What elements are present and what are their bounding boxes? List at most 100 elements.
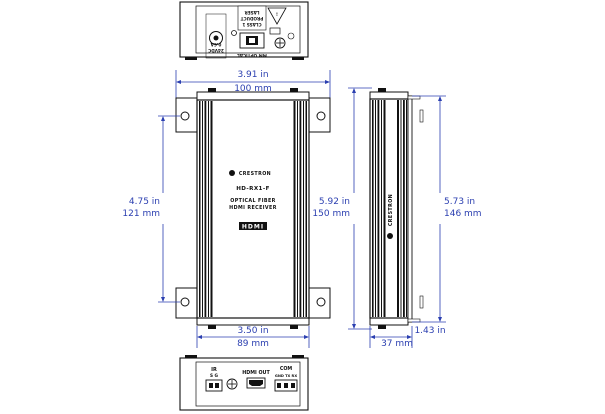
power-current-label: 0.6A <box>210 42 221 47</box>
indicator-led-icon <box>231 30 237 36</box>
front-top-tab-right <box>290 88 298 92</box>
ir-pins-label: S G <box>210 373 218 378</box>
body-width-dimension: 3.50 in 89 mm <box>196 326 310 349</box>
top-panel-foot-left <box>185 57 197 60</box>
side-fin-1 <box>372 100 374 317</box>
power-label: 24VDC <box>208 48 224 53</box>
side-bracket <box>407 95 413 323</box>
front-top-tab-left <box>208 88 216 92</box>
front-bottom-tab-left <box>208 325 216 329</box>
width-arrow-right-icon <box>325 80 330 84</box>
body-width-arrow-left-icon <box>197 335 202 339</box>
ground-symbol-icon <box>287 32 295 40</box>
body-width-arrow-right-icon <box>304 335 309 339</box>
laser-warning-line2: PRODUCT <box>241 16 264 21</box>
bottom-panel-foot-left <box>185 355 197 358</box>
body-height-dimension: 5.73 in 146 mm <box>412 95 482 323</box>
right-fin-2 <box>297 101 298 317</box>
ir-terminal-pin-2 <box>215 383 219 388</box>
ir-label: IR <box>211 367 217 373</box>
depth-arrow-right-icon <box>407 335 412 339</box>
overall-height-arrow-bottom-icon <box>352 324 356 329</box>
side-fin-9 <box>406 100 407 317</box>
side-fin-4 <box>381 100 382 317</box>
right-fin-4 <box>303 101 304 317</box>
front-model: HD-RX1-F <box>236 186 270 192</box>
width-arrow-left-icon <box>176 80 181 84</box>
width-dimension: 3.91 in 100 mm <box>175 70 331 98</box>
crestron-logo-icon <box>229 170 235 176</box>
laser-warning-triangle-icon <box>267 7 287 25</box>
usb-port-icon <box>269 27 281 35</box>
fiber-connector-core <box>249 38 255 43</box>
side-view: CRESTRON <box>369 88 424 329</box>
right-fin-3 <box>299 101 302 317</box>
left-fin-5 <box>210 101 213 317</box>
hdmi-out-port-icon <box>249 380 263 386</box>
body-height-arrow-top-icon <box>438 96 442 101</box>
bottom-panel-view: IR S G HDMI OUT COM GND TX RX <box>179 355 309 411</box>
side-bracket-bottom-lip <box>407 318 421 323</box>
laser-warning-line1: LASER <box>244 10 260 15</box>
side-brand: CRESTRON <box>388 194 394 226</box>
front-bottom-cap <box>196 317 310 326</box>
laser-warning-mark: ! <box>276 12 278 17</box>
ir-terminal-pin-1 <box>209 383 213 388</box>
laser-warning-box <box>237 5 267 31</box>
body-height-in-label: 5.73 in <box>444 197 475 207</box>
overall-height-arrow-top-icon <box>352 88 356 93</box>
side-fin-7 <box>400 100 402 317</box>
com-terminal-pin-3 <box>291 383 295 388</box>
side-bottom-tab <box>378 325 386 329</box>
side-top-tab <box>378 88 386 92</box>
left-fin-2 <box>202 101 203 317</box>
body-width-mm-label: 89 mm <box>237 339 269 349</box>
hdmi-logo: HDMI <box>242 224 264 231</box>
mount-spacing-dimension: 4.75 in 121 mm <box>122 115 180 303</box>
side-body <box>369 98 409 319</box>
right-fin-1 <box>293 101 296 317</box>
body-width-in-label: 3.50 in <box>237 326 268 336</box>
mount-hole-top-right-icon <box>316 111 326 121</box>
depth-arrow-left-icon <box>370 335 375 339</box>
overall-height-dimension: 5.92 in 150 mm <box>312 87 372 330</box>
body-height-arrow-bottom-icon <box>438 317 442 322</box>
left-fin-3 <box>204 101 207 317</box>
side-crestron-logo-icon <box>387 233 393 239</box>
front-brand: CRESTRON <box>239 171 271 177</box>
laser-warning-line3: CLASS 1 <box>242 22 261 27</box>
front-bottom-tab-right <box>290 325 298 329</box>
power-jack-pin-icon <box>213 35 219 41</box>
mount-spacing-mm-label: 121 mm <box>122 209 160 219</box>
top-panel-foot-right <box>292 57 304 60</box>
ir-terminal-block <box>205 379 223 392</box>
mount-hole-bottom-right-icon <box>316 297 326 307</box>
mount-spacing-in-label: 4.75 in <box>129 197 160 207</box>
width-in-label: 3.91 in <box>237 70 268 80</box>
fiber-label: MM OPTICAL <box>237 53 267 58</box>
bottom-panel-foot-right <box>292 355 304 358</box>
hdmi-out-label: HDMI OUT <box>242 370 270 376</box>
side-fin-5 <box>383 100 386 317</box>
depth-in-label: 1.43 in <box>414 326 445 336</box>
left-heatsink <box>199 101 213 317</box>
side-top-cap <box>369 91 409 100</box>
com-label: COM <box>280 366 293 372</box>
body-height-mm-label: 146 mm <box>444 209 482 219</box>
side-bracket-notch-bottom <box>419 295 424 309</box>
side-fin-8 <box>403 100 405 317</box>
com-pins-label: GND TX RX <box>275 374 297 378</box>
overall-height-in-label: 5.92 in <box>319 197 350 207</box>
mount-hole-top-left-icon <box>180 111 190 121</box>
side-bottom-cap <box>369 317 409 326</box>
left-fin-4 <box>208 101 209 317</box>
bottom-panel-inner <box>195 361 301 407</box>
overall-height-mm-label: 150 mm <box>312 209 350 219</box>
front-top-cap <box>196 91 310 101</box>
front-view: CRESTRON HD-RX1-F OPTICAL FIBER HDMI REC… <box>175 88 331 329</box>
side-fin-6 <box>397 100 399 317</box>
side-heatsink-right <box>397 100 407 317</box>
top-panel-view: 24VDC 0.6A LASER PRODUCT CLASS 1 ! MM OP… <box>179 1 309 60</box>
depth-mm-label: 37 mm <box>381 339 413 349</box>
